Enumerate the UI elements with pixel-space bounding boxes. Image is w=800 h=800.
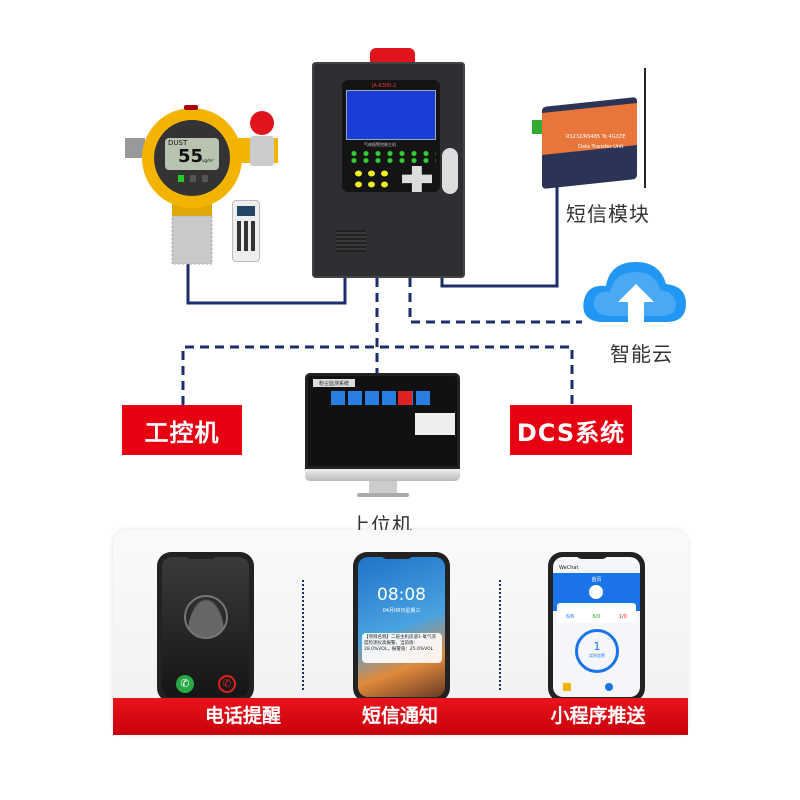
controller-speaker	[336, 230, 366, 252]
app-stat: 6/0	[592, 614, 601, 620]
sms-device-text-1: RS232/RS485 To 4G/LTE	[566, 134, 626, 140]
phone-call: ✆ ✆	[157, 552, 254, 702]
cloud-link	[408, 278, 582, 324]
lock-time: 08:08	[377, 585, 426, 605]
app-stat: 1/0	[618, 614, 627, 620]
phone-call-label: 电话提醒	[204, 705, 281, 727]
alarm-ring: 1 实时告警	[575, 629, 619, 673]
controller-panel-title: 气体报警控制主机	[364, 142, 396, 147]
phone-sms: 08:08 04月08日星期三 【项目名称】二层主机房道1-氧气浓度检测仪高报警…	[353, 552, 450, 702]
controller-model: JA-K300-2	[372, 83, 397, 89]
sms-wire	[440, 185, 559, 288]
gas-detector: DUST 55 ug/m³	[120, 98, 300, 268]
caller-avatar-icon	[184, 595, 228, 639]
alarm-light	[370, 48, 415, 64]
bottom-label-bar: 电话提醒 短信通知 小程序推送	[113, 698, 688, 735]
alarm-controller: JA-K300-2 气体报警控制主机	[312, 62, 465, 278]
sms-notify-label: 短信通知	[361, 705, 438, 727]
decline-call-icon: ✆	[218, 675, 236, 693]
app-alarm-count: 1	[593, 640, 601, 653]
sms-module-device: RS232/RS485 To 4G/LTE Data Transfer Unit	[532, 68, 646, 189]
divider	[499, 580, 501, 690]
app-title: 首页	[591, 577, 602, 583]
monitor-app-title: 粉尘监测系统	[319, 381, 350, 387]
detector-wire	[186, 262, 347, 305]
divider	[302, 580, 304, 690]
app-alarm-label: 实时告警	[589, 653, 605, 658]
sms-device-text-2: Data Transfer Unit	[578, 144, 624, 150]
industrial-pc-box: 工控机	[122, 405, 242, 455]
sms-notification: 【项目名称】二层主机房道1-氧气浓度检测仪高报警，当前值：28.0%VOL，报警…	[362, 633, 442, 663]
detector-display-value: 55	[178, 146, 204, 167]
miniprogram-label: 小程序推送	[550, 705, 646, 727]
app-header: WeChat	[559, 565, 579, 571]
detector-display-unit: ug/m³	[202, 158, 214, 163]
controller-screen	[346, 90, 436, 140]
cloud-icon	[578, 250, 690, 336]
dcs-box: DCS系统	[510, 405, 632, 455]
app-logo-icon	[589, 585, 603, 599]
remote-control	[232, 200, 260, 262]
app-pie-icon	[605, 683, 613, 691]
cloud-label: 智能云	[610, 342, 673, 366]
detector-display-label: DUST	[168, 139, 188, 147]
lock-date: 04月08日星期三	[382, 608, 421, 614]
phone-miniprogram: WeChat 首页 6/6 6/0 1/0 1 实时告警	[548, 552, 645, 702]
controller-door-latch	[442, 148, 458, 194]
app-chart-icon	[563, 683, 571, 691]
sms-module-label: 短信模块	[566, 202, 650, 226]
controller-keypad	[352, 168, 392, 190]
app-stat: 6/6	[566, 614, 575, 620]
answer-call-icon: ✆	[176, 675, 194, 693]
host-monitor: 粉尘监测系统	[305, 373, 460, 501]
